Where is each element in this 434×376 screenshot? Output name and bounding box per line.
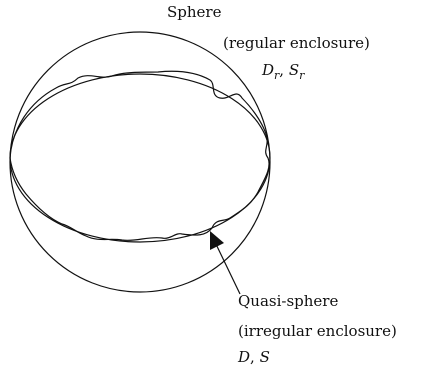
sphere-subtitle: (regular enclosure) [223, 34, 370, 52]
sphere-outline [9, 31, 271, 293]
sphere-title: Sphere [167, 3, 222, 21]
quasi-sphere-subtitle: (irregular enclosure) [238, 322, 397, 340]
quasi-d-symbol: D [237, 348, 250, 366]
sphere-symbols: Dr, Sr [261, 61, 305, 82]
sphere-s-subscript: r [299, 69, 305, 82]
pointer-line [213, 239, 241, 295]
sphere-d-subscript: r [274, 69, 280, 82]
sphere-s-symbol: S [289, 61, 299, 79]
quasi-sphere-title: Quasi-sphere [238, 292, 338, 310]
quasi-sphere-boundary [9, 70, 270, 242]
sphere-d-symbol: D [261, 61, 274, 79]
quasi-sphere-symbols: D, S [237, 348, 270, 366]
sphere-separator: , [279, 61, 289, 79]
quasi-separator: , [250, 348, 260, 366]
arrow-head [210, 231, 224, 250]
quasi-s-symbol: S [260, 348, 270, 366]
